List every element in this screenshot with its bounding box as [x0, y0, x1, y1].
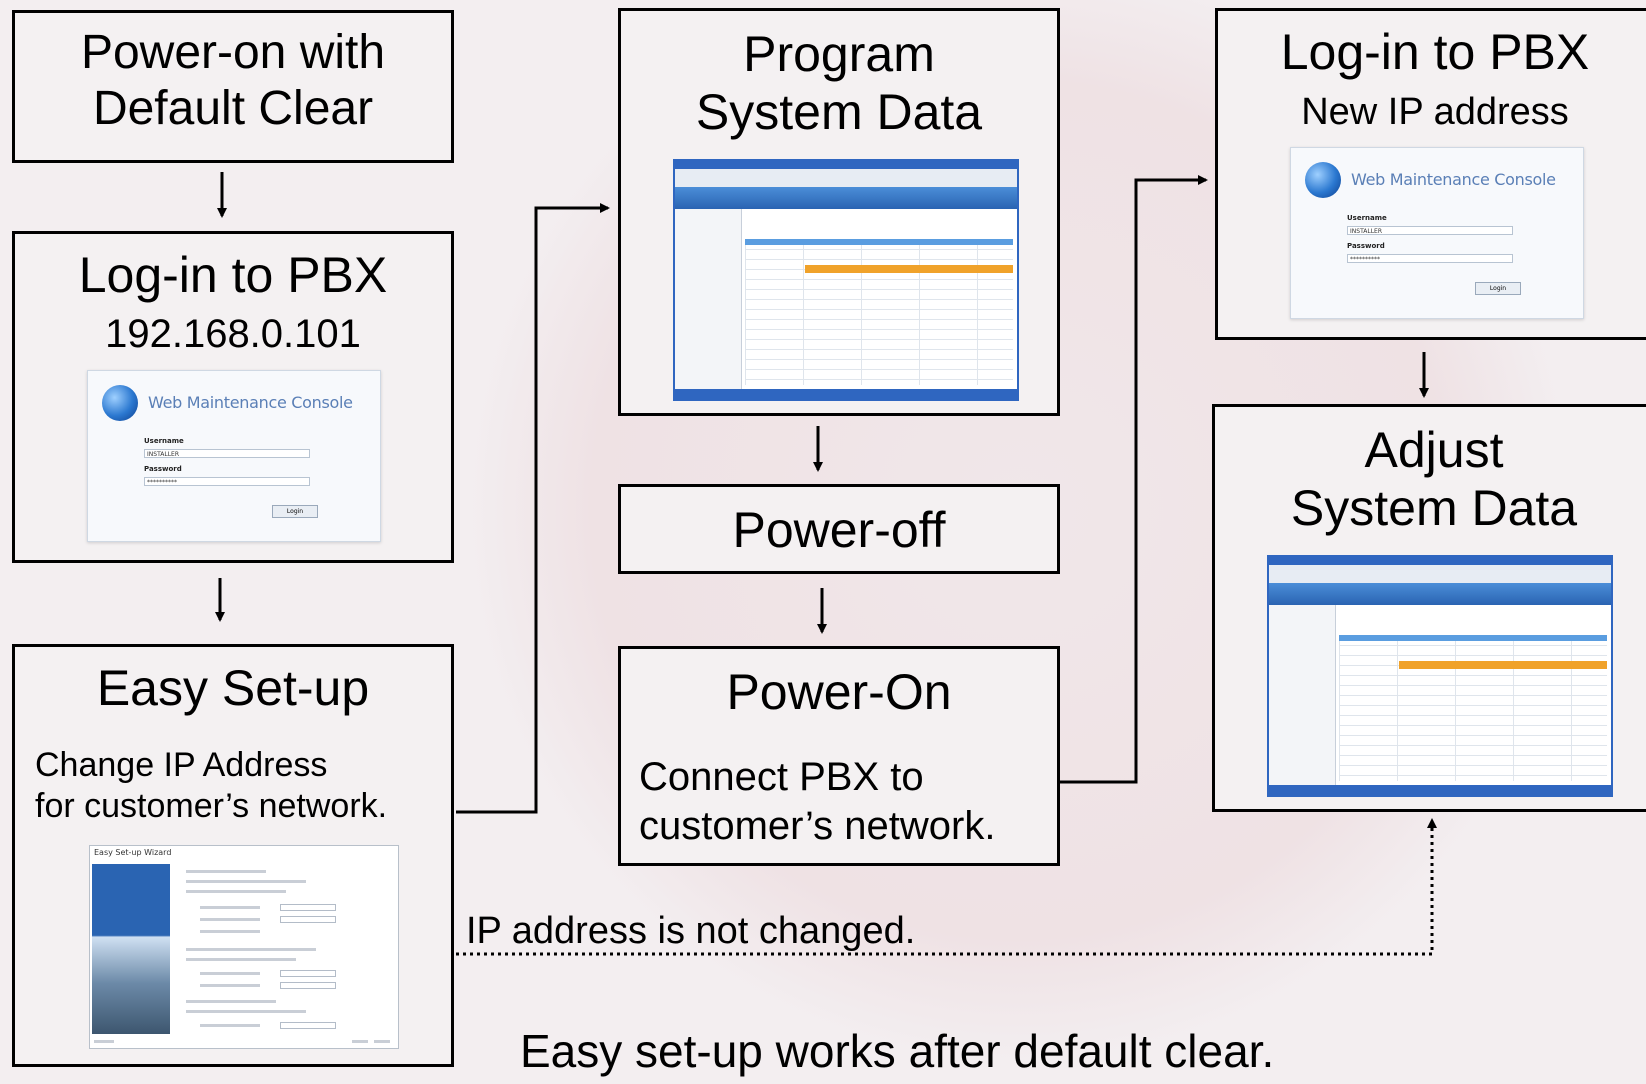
ip-not-changed-note: IP address is not changed.	[466, 910, 916, 952]
password-label: Password	[144, 465, 182, 473]
login-screenshot-title: Web Maintenance Console	[1351, 170, 1556, 189]
power-on-box: Power-On Connect PBX to customer’s netwo…	[618, 646, 1060, 866]
power-off-title: Power-off	[732, 502, 946, 558]
easy-setup-wizard-screenshot: Easy Set-up Wizard	[89, 845, 399, 1049]
login-button: Login	[272, 505, 318, 518]
program-title-line1: Program	[743, 26, 935, 82]
login-pbx-box: Log-in to PBX 192.168.0.101 Web Maintena…	[12, 231, 454, 563]
login-pbx-title: Log-in to PBX	[78, 247, 388, 303]
power-on-default-title-line1: Power-on with	[80, 26, 386, 79]
arrow-easysetup-to-program	[456, 203, 610, 814]
power-off-box: Power-off	[618, 484, 1060, 574]
power-on-default-title-line2: Default Clear	[92, 81, 374, 135]
program-title-line2: System Data	[695, 84, 983, 140]
wizard-screenshot-title: Easy Set-up Wizard	[94, 848, 172, 857]
power-on-desc-line1: Connect PBX to	[639, 755, 924, 799]
login-pbx-new-title: Log-in to PBX	[1280, 24, 1590, 80]
username-label: Username	[144, 437, 184, 445]
program-console-screenshot	[673, 159, 1019, 401]
adjust-system-data-box: Adjust System Data	[1212, 404, 1646, 812]
arrow-poweron-to-login2	[1058, 175, 1208, 784]
login-pbx-new-subtitle: New IP address	[1301, 91, 1569, 133]
login-button: Login	[1475, 282, 1521, 295]
footer-caption: Easy set-up works after default clear.	[520, 1025, 1275, 1077]
power-on-title: Power-On	[726, 664, 952, 720]
password-label: Password	[1347, 242, 1385, 250]
password-field: **********	[144, 477, 310, 486]
adjust-title-line2: System Data	[1290, 480, 1578, 536]
username-label: Username	[1347, 214, 1387, 222]
easy-setup-box: Easy Set-up Change IP Address for custom…	[12, 644, 454, 1067]
adjust-console-screenshot	[1267, 555, 1613, 797]
login-pbx-ip: 192.168.0.101	[105, 312, 361, 356]
password-field: **********	[1347, 254, 1513, 263]
power-on-desc-line2: customer’s network.	[639, 803, 996, 848]
globe-icon	[1305, 162, 1341, 198]
program-system-data-box: Program System Data	[618, 8, 1060, 416]
globe-icon	[102, 385, 138, 421]
easy-setup-title: Easy Set-up	[96, 660, 370, 716]
power-on-default-clear-box: Power-on with Default Clear	[12, 10, 454, 163]
login-screenshot-title: Web Maintenance Console	[148, 393, 353, 412]
easy-setup-desc-line2: for customer’s network.	[35, 787, 388, 826]
login-pbx-new-ip-box: Log-in to PBX New IP address Web Mainten…	[1215, 8, 1646, 340]
wizard-sidebar	[92, 864, 170, 1034]
username-field: INSTALLER	[1347, 226, 1513, 235]
login-screenshot-new-ip: Web Maintenance Console Username INSTALL…	[1290, 147, 1584, 319]
username-field: INSTALLER	[144, 449, 310, 458]
adjust-title-line1: Adjust	[1364, 422, 1504, 478]
easy-setup-desc-line1: Change IP Address	[35, 746, 328, 784]
login-screenshot: Web Maintenance Console Username INSTALL…	[87, 370, 381, 542]
dotted-arrow-skip	[456, 818, 1437, 956]
